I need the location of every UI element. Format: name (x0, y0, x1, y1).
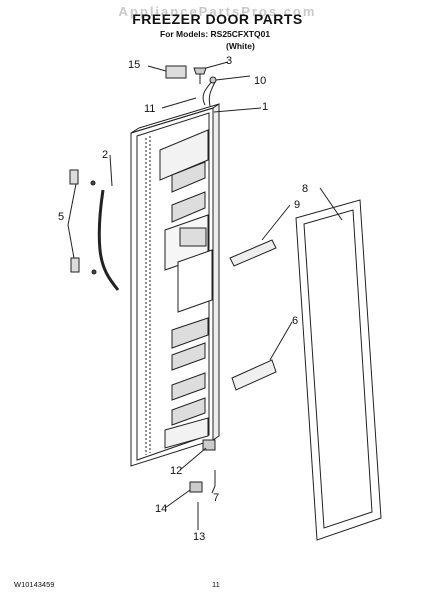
page-number: 11 (212, 580, 220, 589)
callout-11: 11 (144, 103, 155, 115)
handle-trim-top (69, 169, 79, 185)
callout-5: 5 (58, 211, 64, 223)
door-bin (231, 359, 277, 391)
callout-14: 14 (155, 503, 167, 515)
screw-part (193, 67, 207, 75)
wire-harness (202, 79, 214, 106)
handle-trim-bottom (70, 257, 80, 273)
trim-strip (229, 239, 277, 267)
handle (97, 189, 120, 291)
callout-3: 3 (226, 55, 232, 67)
callout-10: 10 (254, 75, 266, 87)
callout-6: 6 (292, 315, 298, 327)
callout-9: 9 (294, 199, 300, 211)
watermark: AppliancePartsPros.com (118, 4, 317, 19)
callout-13: 13 (193, 531, 205, 543)
callout-8: 8 (302, 183, 308, 195)
hinge-part (202, 439, 216, 451)
callout-1: 1 (262, 101, 268, 113)
door-gasket (295, 199, 382, 541)
bracket-part (189, 481, 203, 493)
models-line: For Models: RS25CFXTQ01 (160, 29, 271, 39)
callout-12: 12 (170, 465, 182, 477)
callout-15: 15 (128, 59, 140, 71)
callout-2: 2 (102, 149, 108, 161)
grommet-part (209, 76, 217, 84)
connector-part (165, 65, 187, 79)
color-line: (White) (226, 41, 255, 51)
page-title: FREEZER DOOR PARTS (132, 11, 303, 27)
callout-7: 7 (213, 492, 219, 504)
freezer-door (130, 103, 220, 467)
document-number: W10143459 (14, 580, 55, 589)
